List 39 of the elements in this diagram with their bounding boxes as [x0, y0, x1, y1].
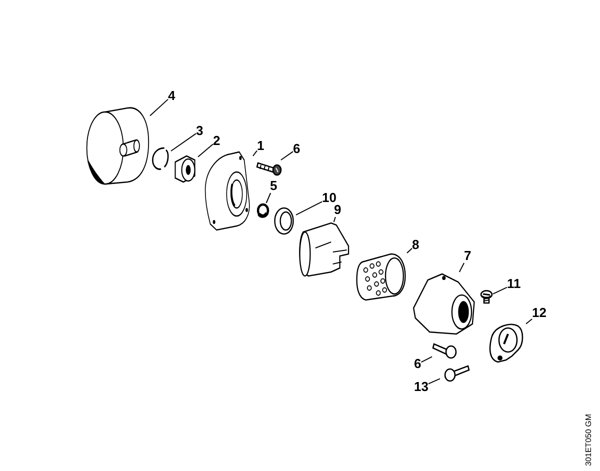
leader-line — [526, 318, 532, 324]
leader-line — [296, 201, 322, 216]
callout-number: 13 — [414, 380, 428, 394]
perforated-cylinder-drawing — [355, 252, 407, 302]
callout-number: 10 — [322, 191, 336, 205]
callout-number: 8 — [412, 238, 420, 252]
cover-drawing — [410, 272, 476, 336]
leader-line — [266, 192, 272, 204]
shaft-seal-drawing — [272, 206, 296, 236]
leader-line — [170, 133, 196, 152]
leader-line — [406, 248, 412, 254]
callout-number: 1 — [257, 139, 264, 153]
leader-line — [428, 378, 440, 384]
leader-line — [420, 356, 432, 363]
sleeve-drawing — [298, 222, 352, 278]
leader-line — [333, 216, 336, 222]
callout-number: 12 — [532, 306, 546, 320]
callout-number: 6 — [414, 357, 422, 371]
drawing-code: 301ET050 GM — [584, 414, 593, 466]
leader-line — [252, 150, 258, 156]
callout-number: 9 — [334, 203, 342, 217]
leader-line — [198, 144, 214, 158]
callout-number: 7 — [464, 249, 472, 263]
leader-line — [280, 151, 294, 160]
leader-line — [492, 286, 508, 294]
screw-drawing — [256, 160, 283, 176]
callout-number: 4 — [168, 89, 176, 103]
leader-line — [150, 98, 168, 116]
callout-number: 6 — [293, 142, 300, 156]
washer-drawing — [256, 203, 270, 218]
retaining-ring-drawing — [151, 145, 171, 171]
callout-number: 5 — [270, 179, 278, 193]
clutch-drum-drawing — [84, 106, 150, 186]
callout-number: 11 — [507, 277, 521, 291]
screw-drawing — [432, 341, 458, 359]
screw-drawing — [480, 290, 493, 304]
callout-number: 2 — [213, 134, 220, 148]
leader-line — [458, 262, 465, 272]
callout-number: 3 — [196, 124, 204, 138]
